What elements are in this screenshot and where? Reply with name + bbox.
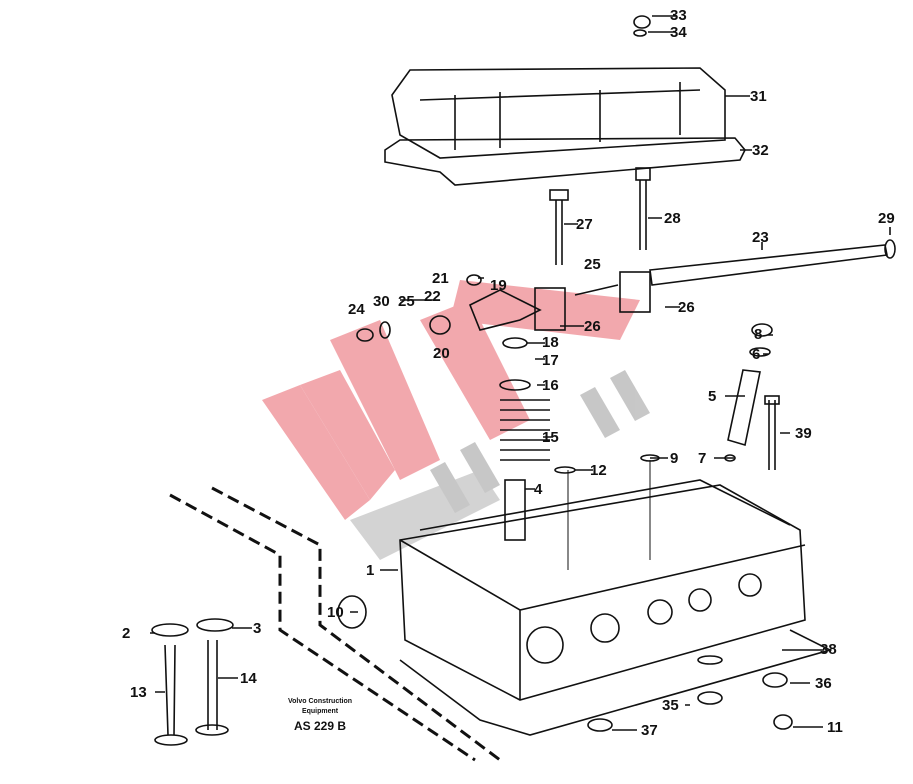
callout-37: 37 xyxy=(641,722,658,739)
callout-32: 32 xyxy=(752,142,769,159)
callout-16: 16 xyxy=(542,377,559,394)
callout-13: 13 xyxy=(130,684,147,701)
callout-5: 5 xyxy=(708,388,717,405)
callout-18: 18 xyxy=(542,334,559,351)
caption-line1: Volvo Construction xyxy=(288,698,353,705)
callout-26: 26 xyxy=(584,318,601,335)
callout-22: 22 xyxy=(424,288,441,305)
head-gasket xyxy=(399,629,833,736)
callout-26-right: 26 xyxy=(678,299,695,316)
diagram-caption: Volvo Construction Equipment AS 229 B xyxy=(288,697,352,733)
callout-38: 38 xyxy=(820,641,837,658)
callout-8: 8 xyxy=(754,326,763,343)
callout-19: 19 xyxy=(490,277,507,294)
callout-20: 20 xyxy=(433,345,450,362)
callout-3: 3 xyxy=(253,620,262,637)
callout-17: 17 xyxy=(542,352,559,369)
callout-21: 21 xyxy=(432,270,449,287)
watermark-wordmark xyxy=(430,370,650,513)
caption-line2: Equipment xyxy=(301,708,339,715)
callout-29: 29 xyxy=(878,210,895,227)
callout-11: 11 xyxy=(827,719,843,736)
callout-12: 12 xyxy=(590,462,607,479)
callout-25: 25 xyxy=(398,293,415,310)
callout-9: 9 xyxy=(670,450,679,467)
callout-31: 31 xyxy=(750,88,767,105)
callout-24: 24 xyxy=(348,301,365,318)
callout-30: 30 xyxy=(373,293,390,310)
callout-35: 35 xyxy=(662,697,679,714)
callout-6: 6 xyxy=(752,346,761,363)
callout-2: 2 xyxy=(122,625,131,642)
callout-25-upper: 25 xyxy=(584,256,601,273)
callout-34: 34 xyxy=(670,24,687,41)
callout-14: 14 xyxy=(240,670,257,687)
callout-7: 7 xyxy=(698,450,707,467)
diagram-code: AS 229 B xyxy=(294,719,347,733)
callout-39: 39 xyxy=(795,425,812,442)
callout-23: 23 xyxy=(752,229,769,246)
callout-33: 33 xyxy=(670,7,687,24)
valve-cover xyxy=(391,67,726,159)
callout-10: 10 xyxy=(327,604,344,621)
rocker-shaft xyxy=(649,244,888,286)
callout-27: 27 xyxy=(576,216,593,233)
callout-1: 1 xyxy=(366,562,375,579)
leader-lines xyxy=(150,15,891,731)
callout-28: 28 xyxy=(664,210,681,227)
callout-15: 15 xyxy=(542,429,559,446)
callout-4: 4 xyxy=(534,481,543,498)
cylinder-head xyxy=(399,484,806,701)
callout-36: 36 xyxy=(815,675,832,692)
gasket xyxy=(384,137,746,186)
